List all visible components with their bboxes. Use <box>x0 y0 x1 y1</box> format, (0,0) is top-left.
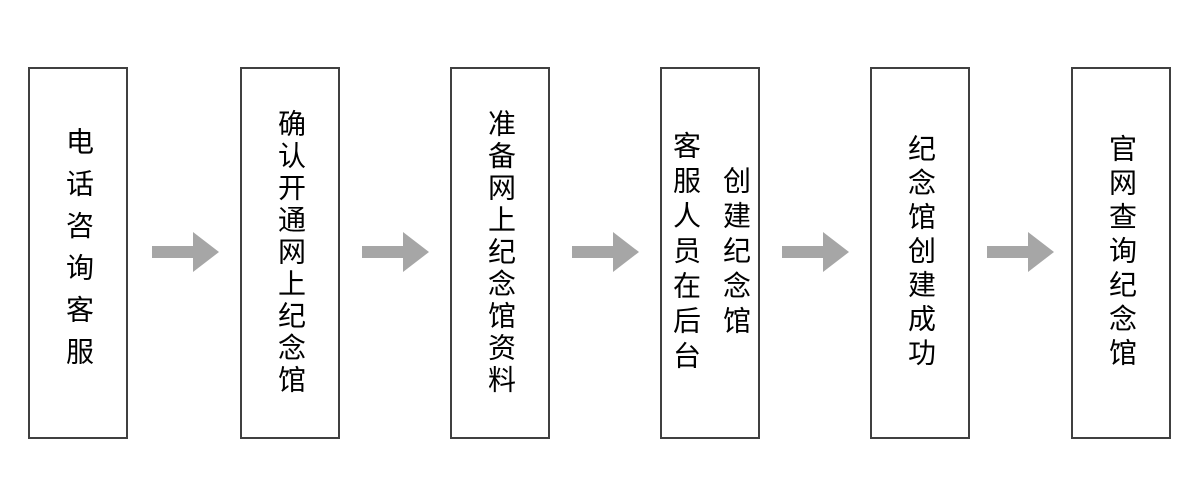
flow-step-label: 准备网上纪念馆资料 <box>485 109 516 397</box>
arrow-right-shape <box>572 232 639 272</box>
arrow-right-shape <box>152 232 219 272</box>
flow-step-label: 确认开通网上纪念馆 <box>275 109 306 397</box>
arrow-right-icon <box>362 232 429 272</box>
arrow-right-shape <box>987 232 1054 272</box>
flow-step-label: 纪念馆创建成功 <box>905 134 936 372</box>
flow-step-query-official-site: 官网查询纪念馆 <box>1071 67 1171 439</box>
arrow-right-shape <box>782 232 849 272</box>
arrow-right-icon <box>782 232 849 272</box>
flow-step-prepare-materials: 准备网上纪念馆资料 <box>450 67 550 439</box>
flow-step-phone-consult: 电话咨询客服 <box>28 67 128 439</box>
flow-step-label: 官网查询纪念馆 <box>1106 134 1137 372</box>
flow-step-label: 电话咨询客服 <box>63 127 94 379</box>
arrow-right-shape <box>362 232 429 272</box>
arrow-right-icon <box>572 232 639 272</box>
arrow-right-icon <box>152 232 219 272</box>
flow-step-label: 客服人员在后台 创建纪念馆 <box>670 130 751 376</box>
flow-step-confirm-open: 确认开通网上纪念馆 <box>240 67 340 439</box>
arrow-right-icon <box>987 232 1054 272</box>
flow-step-backend-create: 客服人员在后台 创建纪念馆 <box>660 67 760 439</box>
flow-step-create-success: 纪念馆创建成功 <box>870 67 970 439</box>
